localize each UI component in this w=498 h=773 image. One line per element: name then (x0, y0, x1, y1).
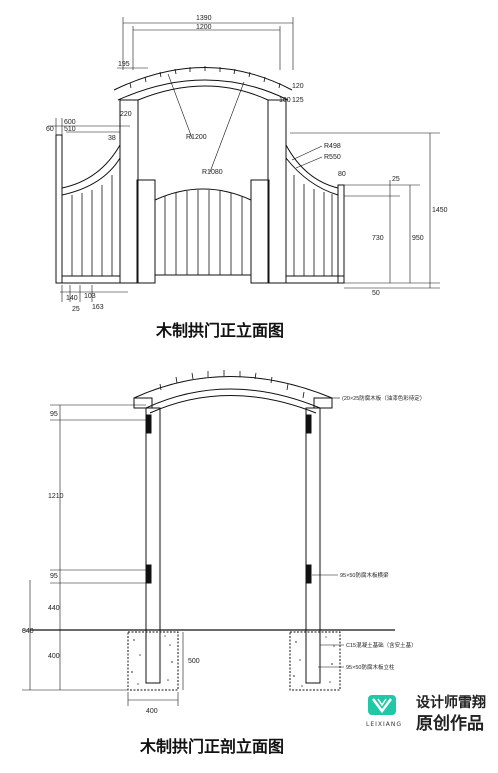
section-dimension-labels: 95 1210 95 440 840 400 500 400 (22, 411, 200, 715)
dim-inner-width: 1200 (196, 24, 212, 31)
note-top-board: (20×25防腐木板（油漆色彩待定） (342, 394, 425, 402)
dim-left-small: 60 (46, 126, 54, 133)
arch-top (113, 66, 293, 101)
dim-overall-h: 1450 (432, 207, 448, 214)
dim-side-r2: R550 (324, 154, 341, 161)
dim-arch-r1: R1200 (186, 134, 207, 141)
dim-top-beam: 95 (50, 411, 58, 418)
dim-bottom-d: 163 (92, 304, 104, 311)
front-dimension-labels: 1390 1200 195 120 100 125 220 600 510 60… (46, 15, 448, 313)
front-elevation-title: 木制拱门正立面图 (155, 321, 284, 340)
dim-right-top: 25 (392, 176, 400, 183)
watermark-line2: 原创作品 (416, 713, 484, 734)
dim-total-width: 1390 (196, 15, 212, 22)
section-elevation (22, 370, 395, 706)
dim-lower-span: 440 (48, 605, 60, 612)
dimension-lines-top (117, 17, 294, 70)
dim-mid-beam: 95 (50, 573, 58, 580)
dim-below-ground: 400 (48, 653, 60, 660)
main-posts (119, 99, 287, 284)
radius-leaders (167, 73, 323, 173)
note-cross-beam: 95×50防腐木板横梁 (340, 571, 389, 579)
dim-side-r1: R498 (324, 143, 341, 150)
section-notes: (20×25防腐木板（油漆色彩待定） 95×50防腐木板横梁 C15混凝土基础（… (340, 394, 425, 671)
dim-foot-depth: 500 (188, 658, 200, 665)
dim-arch-r2: R1080 (202, 169, 223, 176)
section-arch (133, 370, 333, 414)
dim-panel-h: 730 (372, 235, 384, 242)
dim-bottom-b: 103 (84, 293, 96, 300)
note-concrete: C15混凝土基础（含安土基） (346, 641, 417, 649)
dim-base-h: 50 (372, 290, 380, 297)
dim-right-side: 80 (338, 171, 346, 178)
dim-fence-spacing: 38 (108, 135, 116, 142)
concrete-speckle (131, 635, 335, 687)
section-posts (145, 407, 321, 684)
watermark-brand: LEIXIANG (366, 721, 402, 728)
watermark-line1: 设计师雷翔 (416, 694, 486, 711)
dim-offset-left2: 510 (64, 126, 76, 133)
left-fence (55, 134, 121, 284)
front-elevation (48, 17, 440, 302)
dim-bottom-c: 25 (72, 306, 80, 313)
concrete-footings (127, 631, 341, 691)
dim-foot-width: 400 (146, 708, 158, 715)
central-gate (136, 179, 270, 284)
note-post: 95×50防腐木板立柱 (346, 663, 395, 671)
dim-beam-side: 125 (292, 97, 304, 104)
dim-upper-span: 1210 (48, 493, 64, 500)
dim-fence-h: 950 (412, 235, 424, 242)
dim-bottom-a: 140 (66, 295, 78, 302)
dim-above-ground: 840 (22, 628, 34, 635)
section-dim-lines (22, 404, 184, 706)
dimension-lines-left (48, 118, 130, 302)
dim-beam-top: 100 (279, 97, 291, 104)
dim-post-spacing: 195 (118, 61, 130, 68)
watermark: LEIXIANG 设计师雷翔 原创作品 (366, 694, 486, 734)
note-leaders (312, 397, 344, 668)
leixiang-logo-icon (368, 695, 396, 715)
dim-offset-left: 600 (64, 119, 76, 126)
dim-beam-h: 120 (292, 83, 304, 90)
right-fence (285, 144, 345, 284)
dimension-lines-right (290, 132, 440, 289)
dim-post-w: 220 (120, 111, 132, 118)
section-elevation-title: 木制拱门正剖立面图 (139, 737, 284, 756)
